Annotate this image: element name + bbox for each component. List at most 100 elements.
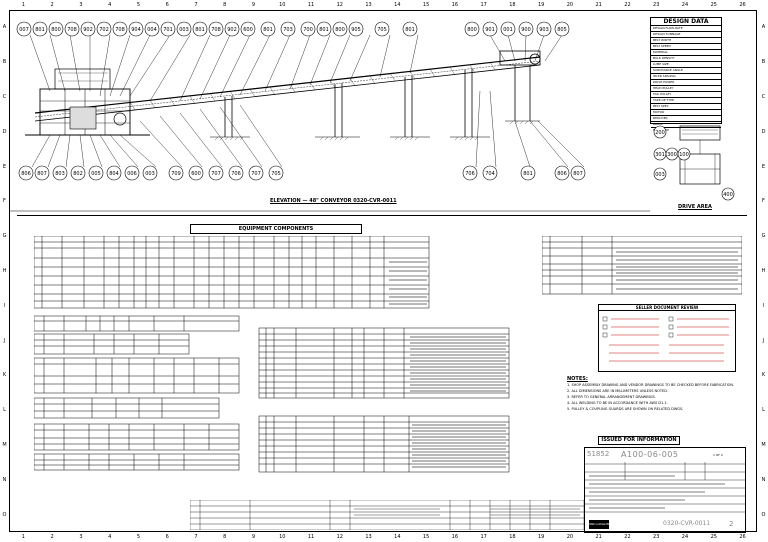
callout-balloon bbox=[80, 21, 96, 37]
callout-balloon bbox=[124, 165, 140, 181]
zone-mark: A bbox=[2, 24, 7, 31]
zone-mark: E bbox=[761, 163, 766, 170]
callout-balloon bbox=[280, 21, 296, 37]
callout-balloon bbox=[554, 165, 570, 181]
design-data-row: BELT SPEED bbox=[651, 43, 721, 49]
design-data-row: LUMP SIZE bbox=[651, 61, 721, 67]
callout-balloon bbox=[106, 165, 122, 181]
callout-balloon bbox=[112, 21, 128, 37]
zone-mark: 25 bbox=[710, 534, 717, 540]
callout-balloon bbox=[48, 21, 64, 37]
callout-label: 301 bbox=[655, 152, 665, 158]
note-item: 4. ALL WELDING TO BE IN ACCORDANCE WITH … bbox=[567, 401, 668, 405]
zone-mark: 21 bbox=[595, 534, 602, 540]
callout-balloon bbox=[374, 21, 390, 37]
zone-mark: 16 bbox=[451, 2, 459, 8]
callout-balloon bbox=[268, 165, 284, 181]
zone-mark: 13 bbox=[365, 534, 372, 540]
callout-label: 100 bbox=[679, 152, 689, 158]
note-item: 5. PULLEY & COUPLING GUARDS ARE SHOWN ON… bbox=[567, 407, 684, 411]
zone-mark: 23 bbox=[653, 534, 660, 540]
zone-mark: 2 bbox=[50, 2, 54, 8]
zone-mark: F bbox=[762, 198, 765, 205]
seller-review-box: SELLER DOCUMENT REVIEW bbox=[598, 304, 736, 372]
zone-mark: L bbox=[762, 407, 765, 414]
zone-mark: C bbox=[761, 93, 766, 100]
callout-balloon bbox=[332, 21, 348, 37]
zone-mark: J bbox=[762, 337, 765, 344]
callout-label: 006 bbox=[127, 171, 137, 177]
zone-mark: O bbox=[2, 511, 7, 518]
zone-mark: 15 bbox=[422, 2, 430, 8]
sheet-label: 1 OF 2 bbox=[713, 453, 723, 457]
zone-mark: G bbox=[761, 233, 766, 240]
callout-label: 004 bbox=[147, 27, 157, 33]
zone-mark: B bbox=[2, 59, 7, 66]
callout-balloon bbox=[248, 165, 264, 181]
callout-label: 801 bbox=[523, 171, 533, 177]
zone-mark: 15 bbox=[422, 534, 430, 540]
title-block-lines bbox=[585, 462, 745, 513]
design-data-row: MATERIAL bbox=[651, 49, 721, 55]
zone-mark: I bbox=[3, 302, 6, 309]
callout-label: 807 bbox=[37, 171, 47, 177]
callout-label: 801 bbox=[35, 27, 45, 33]
zone-mark: J bbox=[3, 337, 6, 344]
zone-mark: B bbox=[761, 59, 766, 66]
zone-mark: 2 bbox=[50, 534, 54, 540]
callout-balloon bbox=[18, 165, 34, 181]
zone-mark: 1 bbox=[21, 534, 25, 540]
callout-balloon bbox=[64, 21, 80, 37]
callout-balloon bbox=[32, 21, 48, 37]
callout-balloon bbox=[240, 21, 256, 37]
zone-mark: 3 bbox=[79, 2, 83, 8]
zone-mark: M bbox=[2, 441, 7, 448]
zone-mark: 18 bbox=[509, 534, 516, 540]
drawing-border bbox=[9, 10, 757, 532]
zone-mark: 23 bbox=[653, 2, 660, 8]
callout-label: 707 bbox=[251, 171, 261, 177]
zone-mark: 16 bbox=[451, 534, 459, 540]
callout-label: 600 bbox=[191, 171, 201, 177]
zone-mark: 19 bbox=[537, 2, 545, 8]
callout-balloon bbox=[260, 21, 276, 37]
design-data-row: BELT WIDTH bbox=[651, 37, 721, 43]
callout-label: 704 bbox=[485, 171, 495, 177]
callout-label: 300 bbox=[667, 152, 677, 158]
callout-balloon bbox=[482, 165, 498, 181]
revision-block bbox=[190, 500, 584, 530]
design-data-row: BRAKE bbox=[651, 121, 721, 127]
callout-label: 703 bbox=[283, 27, 293, 33]
note-item: 3. REFER TO GENERAL ARRANGEMENT DRAWINGS… bbox=[567, 395, 656, 399]
zone-mark: 22 bbox=[624, 2, 631, 8]
callout-balloon bbox=[653, 125, 667, 139]
design-data-row: TAIL PULLEY bbox=[651, 91, 721, 97]
zone-mark: F bbox=[3, 198, 6, 205]
zone-mark: N bbox=[2, 476, 7, 483]
zone-mark: 4 bbox=[108, 534, 112, 540]
drive-area-label: DRIVE AREA bbox=[678, 204, 712, 210]
review-checkboxes bbox=[602, 316, 729, 362]
callout-label: 901 bbox=[485, 27, 495, 33]
callout-label: 807 bbox=[573, 171, 583, 177]
callout-balloon bbox=[316, 21, 332, 37]
callout-balloon bbox=[570, 165, 586, 181]
design-data-row: MOTOR bbox=[651, 109, 721, 115]
notes-list: 1. SHOP ASSEMBLY DRAWING AND VENDOR DRAW… bbox=[567, 382, 737, 412]
issued-stamp: ISSUED FOR INFORMATION bbox=[598, 436, 680, 445]
callout-label: 801 bbox=[405, 27, 415, 33]
callout-balloon bbox=[160, 21, 176, 37]
callout-label: 800 bbox=[335, 27, 345, 33]
zone-mark: 12 bbox=[336, 534, 343, 540]
callout-label: 801 bbox=[319, 27, 329, 33]
design-data-row: SURCHARGE ANGLE bbox=[651, 67, 721, 73]
callout-label: 600 bbox=[243, 27, 253, 33]
callout-balloon bbox=[144, 21, 160, 37]
zone-mark: 20 bbox=[566, 2, 574, 8]
design-data-row: REDUCER bbox=[651, 115, 721, 121]
